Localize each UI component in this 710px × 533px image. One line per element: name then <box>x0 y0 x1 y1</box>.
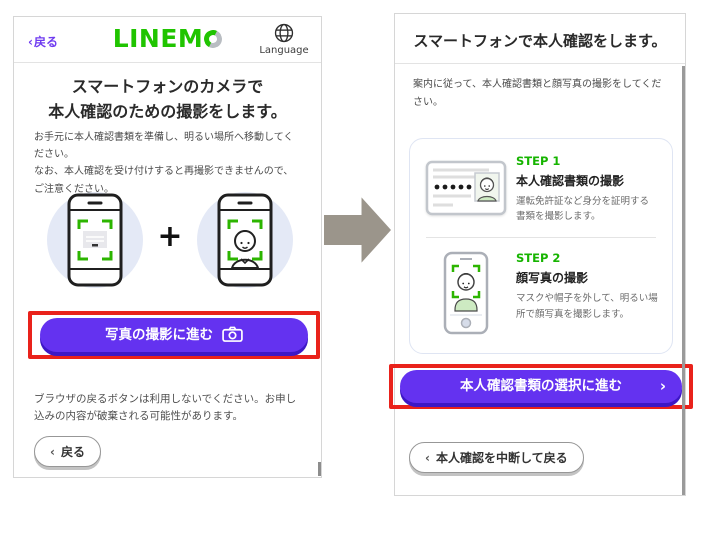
proceed-to-document-select-label: 本人確認書類の選択に進む <box>460 378 622 394</box>
plus-icon: + <box>157 219 183 254</box>
page-title: スマートフォンのカメラで本人確認のための撮影をします。 <box>48 77 287 121</box>
screen-verification-steps: スマートフォンで本人確認をします。 案内に従って、本人確認書類と顔写真の撮影をし… <box>389 13 693 496</box>
chevron-left-icon: ‹ <box>28 35 33 49</box>
chevron-right-icon: › <box>659 377 666 395</box>
camera-icon <box>222 321 243 355</box>
proceed-to-document-select-button[interactable]: 本人確認書類の選択に進む › <box>400 370 682 403</box>
header-divider <box>395 63 685 64</box>
back-button-label: 戻る <box>60 444 85 459</box>
step-2-description: マスクや帽子を外して、明るい場所で顔写真を撮影します。 <box>516 293 658 320</box>
chevron-left-icon: ‹ <box>50 444 55 459</box>
header-back-link[interactable]: ‹戻る <box>28 33 58 50</box>
step-1-row: STEP 1 本人確認書類の撮影 運転免許証など身分を証明する書類を撮影します。 <box>424 154 658 224</box>
capture-illustration: + <box>14 192 321 292</box>
header-back-label: 戻る <box>33 35 58 49</box>
annotation-highlight-right: 本人確認書類の選択に進む › <box>389 364 693 409</box>
page-title: スマートフォンで本人確認をします。 <box>413 32 667 50</box>
intro-description: お手元に本人確認書類を準備し、明るい場所へ移動してください。 なお、本人確認を受… <box>34 129 303 198</box>
linemo-logo: LINEM <box>14 26 321 51</box>
intro-description-line1: お手元に本人確認書類を準備し、明るい場所へ移動してください。 <box>34 132 294 161</box>
browser-back-warning: ブラウザの戻るボタンは利用しないでください。お申し込みの内容が破棄される可能性が… <box>34 393 297 423</box>
globe-icon <box>255 22 313 44</box>
step-1-title: 本人確認書類の撮影 <box>516 174 625 188</box>
step-divider <box>426 237 656 239</box>
steps-card: STEP 1 本人確認書類の撮影 運転免許証など身分を証明する書類を撮影します。 <box>409 138 673 354</box>
step-1-description: 運転免許証など身分を証明する書類を撮影します。 <box>516 196 650 223</box>
linemo-logo-text: LINEM <box>112 24 204 53</box>
flow-arrow-icon <box>324 197 391 263</box>
step-2-row: STEP 2 顔写真の撮影 マスクや帽子を外して、明るい場所で顔写真を撮影します… <box>424 251 658 335</box>
language-button[interactable]: Language <box>255 22 313 56</box>
scrollbar-thumb[interactable] <box>318 462 321 476</box>
step-2-label: STEP 2 <box>516 251 561 266</box>
cancel-verification-back-label: 本人確認を中断して戻る <box>435 450 568 465</box>
linemo-logo-o-icon <box>201 27 225 51</box>
document-phone-illustration <box>47 192 143 288</box>
chevron-left-icon: ‹ <box>425 450 430 465</box>
intro-description-line2: なお、本人確認を受け付けすると再撮影できませんので、ご注意ください。 <box>34 166 294 195</box>
steps-description: 案内に従って、本人確認書類と顔写真の撮影をしてください。 <box>413 79 662 108</box>
id-card-illustration <box>424 154 508 216</box>
annotation-highlight-left: 写真の撮影に進む <box>28 311 320 359</box>
step-2-title: 顔写真の撮影 <box>516 271 589 286</box>
cancel-verification-back-button[interactable]: ‹ 本人確認を中断して戻る <box>409 442 584 473</box>
proceed-to-photo-label: 写真の撮影に進む <box>105 327 213 343</box>
scrollbar-thumb[interactable] <box>682 66 685 495</box>
proceed-to-photo-button[interactable]: 写真の撮影に進む <box>40 318 308 352</box>
left-header: ‹戻る LINEM Language <box>14 17 321 63</box>
screen-camera-intro: ‹戻る LINEM Language スマートフォンのカメラで本人確認のための撮… <box>13 16 322 478</box>
language-label: Language <box>259 45 309 56</box>
selfie-phone-illustration <box>197 192 293 288</box>
selfie-phone-illustration <box>424 251 508 335</box>
back-button[interactable]: ‹ 戻る <box>34 436 101 467</box>
step-1-label: STEP 1 <box>516 154 561 168</box>
